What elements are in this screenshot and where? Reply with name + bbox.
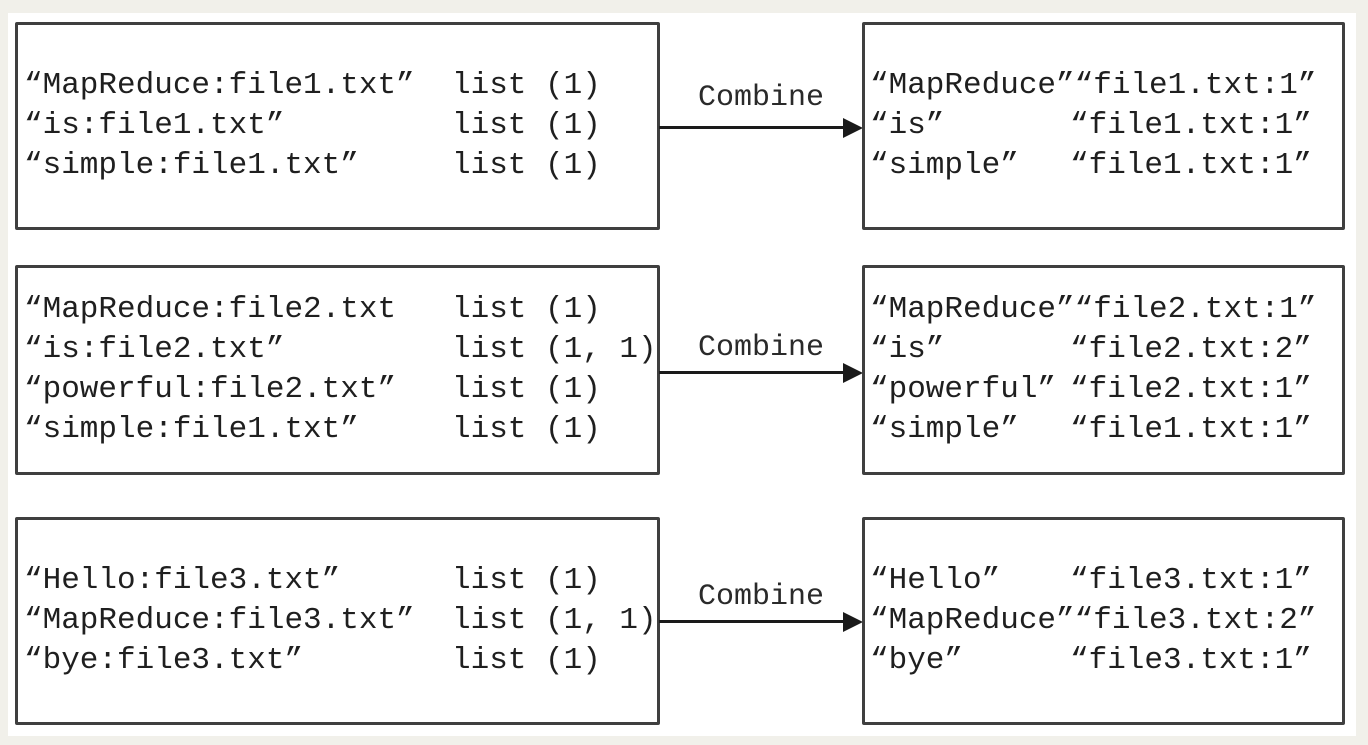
kv-key: “MapReduce”	[870, 68, 1075, 103]
kv-row: “powerful:file2.txt” list (1)	[18, 370, 657, 410]
kv-row: “powerful” “file2.txt:1”	[865, 370, 1342, 410]
kv-key: “Hello”	[870, 563, 1001, 598]
kv-row: “is:file2.txt” list (1, 1)	[18, 330, 657, 370]
kv-value: “file3.txt:1”	[1070, 643, 1312, 678]
combine-output-box-file1: “MapReduce” “file1.txt:1” “is” “file1.tx…	[862, 22, 1345, 230]
kv-row: “simple:file1.txt” list (1)	[18, 146, 657, 186]
combine-arrow-line	[659, 371, 845, 374]
kv-value: “file1.txt:1”	[1070, 412, 1312, 447]
kv-value: “file2.txt:2”	[1070, 332, 1312, 367]
kv-key: “is:file1.txt”	[24, 108, 285, 143]
kv-value: list (1)	[452, 372, 601, 407]
combine-label: Combine	[697, 331, 825, 365]
kv-value: “file3.txt:1”	[1070, 563, 1312, 598]
kv-key: “is:file2.txt”	[24, 332, 285, 367]
combine-label: Combine	[697, 580, 825, 614]
kv-value: list (1)	[452, 412, 601, 447]
kv-key: “MapReduce”	[870, 292, 1075, 327]
kv-key: “MapReduce:file2.txt	[24, 292, 397, 327]
kv-value: “file1.txt:1”	[1070, 148, 1312, 183]
kv-key: “simple”	[870, 412, 1019, 447]
combine-output-box-file3: “Hello” “file3.txt:1” “MapReduce” “file3…	[862, 517, 1345, 725]
kv-row: “Hello” “file3.txt:1”	[865, 561, 1342, 601]
kv-value: list (1, 1)	[452, 603, 657, 638]
kv-row: “simple” “file1.txt:1”	[865, 146, 1342, 186]
kv-value: “file1.txt:1”	[1070, 108, 1312, 143]
kv-row: “is” “file1.txt:1”	[865, 106, 1342, 146]
kv-value: list (1)	[452, 292, 601, 327]
combine-arrow-line	[659, 620, 845, 623]
kv-key: “simple”	[870, 148, 1019, 183]
kv-key: “simple:file1.txt”	[24, 148, 359, 183]
kv-value: list (1)	[452, 68, 601, 103]
kv-row: “bye” “file3.txt:1”	[865, 641, 1342, 681]
kv-row: “MapReduce” “file1.txt:1”	[865, 66, 1342, 106]
kv-value: list (1)	[452, 563, 601, 598]
combine-output-box-file2: “MapReduce” “file2.txt:1” “is” “file2.tx…	[862, 265, 1345, 475]
arrow-right-icon	[843, 612, 863, 632]
arrow-right-icon	[843, 363, 863, 383]
kv-key: “Hello:file3.txt”	[24, 563, 341, 598]
kv-key: “MapReduce”	[870, 603, 1075, 638]
kv-key: “MapReduce:file3.txt”	[24, 603, 415, 638]
kv-key: “powerful”	[870, 372, 1057, 407]
kv-value: “file1.txt:1”	[1074, 68, 1317, 103]
combine-arrow-line	[659, 126, 845, 129]
kv-value: “file2.txt:1”	[1074, 292, 1317, 327]
kv-row: “MapReduce” “file3.txt:2”	[865, 601, 1342, 641]
combine-label: Combine	[697, 81, 825, 115]
kv-value: list (1)	[452, 643, 601, 678]
kv-row: “bye:file3.txt” list (1)	[18, 641, 657, 681]
kv-value: list (1, 1)	[452, 332, 657, 367]
arrow-right-icon	[843, 118, 863, 138]
kv-key: “powerful:file2.txt”	[24, 372, 397, 407]
kv-row: “MapReduce:file3.txt” list (1, 1)	[18, 601, 657, 641]
kv-value: list (1)	[452, 148, 601, 183]
map-output-box-file2: “MapReduce:file2.txt list (1) “is:file2.…	[15, 265, 660, 475]
kv-value: “file3.txt:2”	[1074, 603, 1317, 638]
kv-value: list (1)	[452, 108, 601, 143]
kv-row: “simple:file1.txt” list (1)	[18, 410, 657, 450]
kv-key: “is”	[870, 332, 945, 367]
kv-key: “MapReduce:file1.txt”	[24, 68, 415, 103]
kv-row: “Hello:file3.txt” list (1)	[18, 561, 657, 601]
kv-key: “is”	[870, 108, 945, 143]
kv-row: “MapReduce” “file2.txt:1”	[865, 290, 1342, 330]
kv-row: “is” “file2.txt:2”	[865, 330, 1342, 370]
kv-row: “is:file1.txt” list (1)	[18, 106, 657, 146]
kv-value: “file2.txt:1”	[1070, 372, 1312, 407]
map-output-box-file3: “Hello:file3.txt” list (1) “MapReduce:fi…	[15, 517, 660, 725]
kv-key: “bye:file3.txt”	[24, 643, 304, 678]
kv-key: “simple:file1.txt”	[24, 412, 359, 447]
kv-row: “MapReduce:file2.txt list (1)	[18, 290, 657, 330]
map-output-box-file1: “MapReduce:file1.txt” list (1) “is:file1…	[15, 22, 660, 230]
kv-row: “MapReduce:file1.txt” list (1)	[18, 66, 657, 106]
kv-key: “bye”	[870, 643, 964, 678]
kv-row: “simple” “file1.txt:1”	[865, 410, 1342, 450]
